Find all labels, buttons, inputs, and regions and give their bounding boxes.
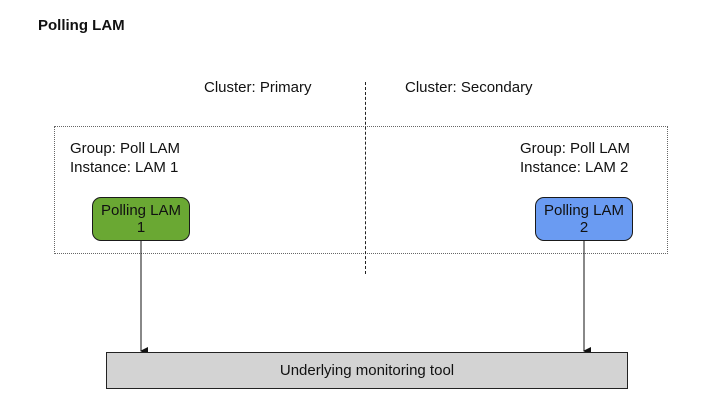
instance-name-label: Instance: LAM 2 xyxy=(520,159,629,176)
node-number: 2 xyxy=(579,219,589,236)
underlying-monitoring-tool-box[interactable]: Underlying monitoring tool xyxy=(106,352,628,389)
group-info-primary: Group: Poll LAM Instance: LAM 1 xyxy=(70,139,180,177)
node-label: Polling LAM xyxy=(100,202,182,219)
node-label: Polling LAM xyxy=(543,202,625,219)
group-name-label: Group: Poll LAM xyxy=(70,140,181,157)
polling-lam-node-2[interactable]: Polling LAM 2 xyxy=(535,197,633,241)
polling-lam-node-1[interactable]: Polling LAM 1 xyxy=(92,197,190,241)
group-boundary-box xyxy=(54,126,668,254)
group-info-secondary: Group: Poll LAM Instance: LAM 2 xyxy=(520,139,630,177)
cluster-divider-line xyxy=(365,82,366,274)
cluster-label-secondary: Cluster: Secondary xyxy=(405,79,533,96)
group-name-label: Group: Poll LAM xyxy=(520,140,631,157)
page-title: Polling LAM xyxy=(38,17,125,34)
cluster-label-primary: Cluster: Primary xyxy=(204,79,312,96)
node-number: 1 xyxy=(136,219,146,236)
tool-label: Underlying monitoring tool xyxy=(279,362,455,379)
instance-name-label: Instance: LAM 1 xyxy=(70,159,179,176)
